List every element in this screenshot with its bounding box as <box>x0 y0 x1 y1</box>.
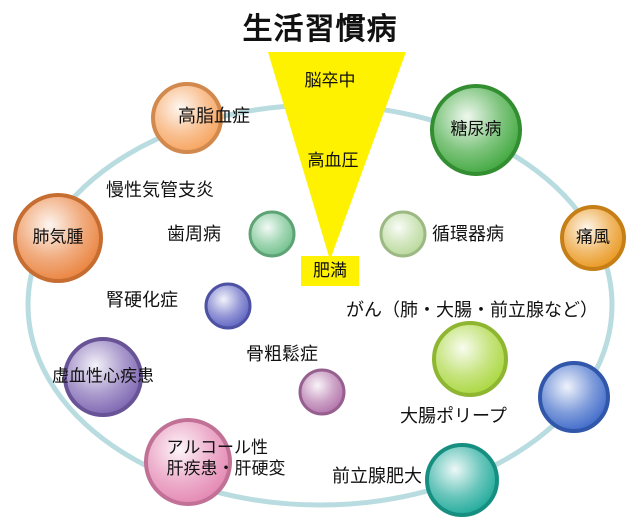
ischemic-heart-label: 虚血性心疾患 <box>52 366 154 387</box>
ischemic-heart-circle <box>63 337 143 417</box>
polyp-circle <box>538 361 610 433</box>
prostate-circle <box>425 443 499 517</box>
hyperlipidemia-circle <box>151 82 223 154</box>
emphysema-circle <box>13 193 103 283</box>
osteoporosis-label: 骨粗鬆症 <box>246 344 318 365</box>
hyperlipidemia-label: 高脂血症 <box>178 106 250 127</box>
page-title: 生活習慣病 <box>242 12 398 47</box>
nephrosclerosis-label: 腎硬化症 <box>106 290 178 311</box>
polyp-label: 大腸ポリープ <box>400 406 507 427</box>
gout-circle <box>560 205 626 271</box>
nephrosclerosis-circle <box>204 282 252 330</box>
bronchitis-label: 慢性気管支炎 <box>106 180 214 201</box>
alcohol-liver-circle <box>144 418 232 506</box>
obesity-label: 肥満 <box>301 256 359 286</box>
hypertension-label: 高血圧 <box>307 151 359 171</box>
obesity-triangle <box>268 52 406 260</box>
alcohol-liver-label: アルコール性 肝疾患・肝硬変 <box>166 437 286 479</box>
diabetes-circle <box>430 84 522 176</box>
diabetes-label: 糖尿病 <box>450 119 502 140</box>
cardiovascular-label: 循環器病 <box>432 224 504 245</box>
cancer-label: がん（肺・大腸・前立腺など） <box>346 300 598 321</box>
periodontal-label: 歯周病 <box>167 224 221 245</box>
gout-label: 痛風 <box>576 227 610 248</box>
prostate-label: 前立腺肥大 <box>332 466 422 487</box>
osteoporosis-circle <box>298 368 346 416</box>
cardiovascular-circle <box>379 210 427 258</box>
emphysema-label: 肺気腫 <box>32 227 84 248</box>
cancer-circle <box>432 321 508 397</box>
periodontal-circle <box>248 210 296 258</box>
stroke-label: 脳卒中 <box>304 71 356 91</box>
